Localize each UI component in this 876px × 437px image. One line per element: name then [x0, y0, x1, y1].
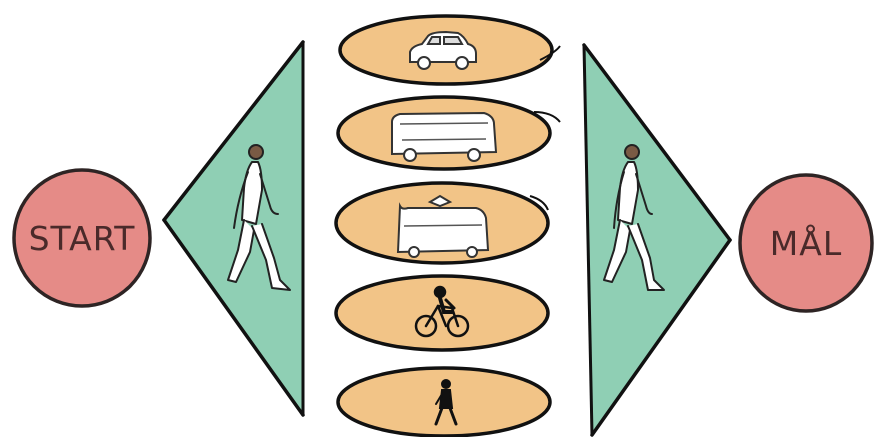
- right-walk-wedge: [584, 45, 730, 435]
- transport-mode-tram: [336, 183, 548, 263]
- transport-mode-bus: [338, 97, 560, 169]
- transport-mode-walking: [338, 368, 550, 436]
- goal-node: MÅL: [740, 175, 872, 311]
- transport-mode-car: [340, 16, 560, 84]
- bus-icon: [392, 113, 496, 161]
- start-label: START: [29, 219, 136, 258]
- goal-label: MÅL: [770, 223, 842, 263]
- start-node: START: [14, 170, 150, 306]
- transport-mode-bicycle: [336, 276, 548, 350]
